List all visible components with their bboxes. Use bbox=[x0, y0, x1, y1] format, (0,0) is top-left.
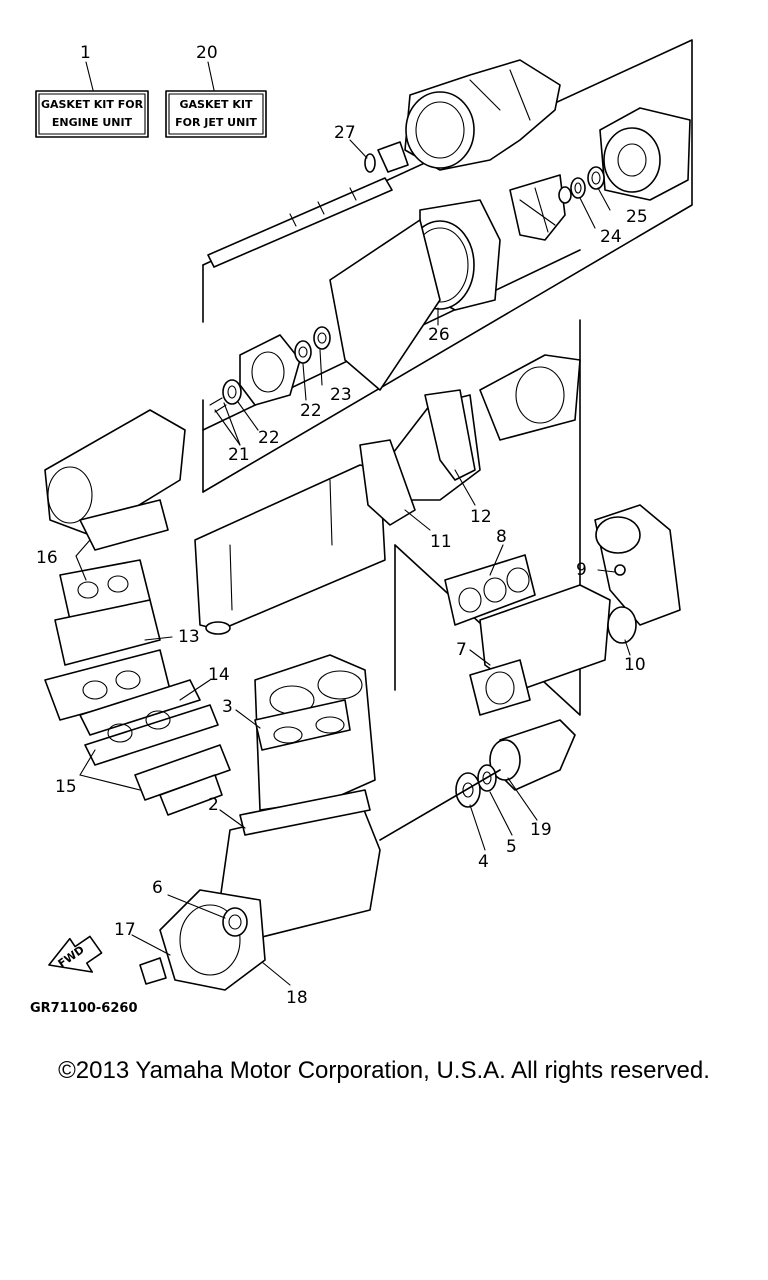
nozzle-body bbox=[599, 107, 691, 201]
diagram-code: GR71100-6260 bbox=[30, 1001, 138, 1016]
exploded-parts-diagram: 1 GASKET KIT FOR ENGINE UNIT 20 GASKET K… bbox=[30, 39, 693, 1016]
coupling bbox=[364, 141, 409, 173]
engine-kit-line1: GASKET KIT FOR bbox=[41, 98, 144, 111]
jet-kit-line1: GASKET KIT bbox=[180, 98, 253, 111]
output-coupling bbox=[379, 719, 576, 841]
callout-27: 26 bbox=[428, 325, 450, 345]
cylinder-head bbox=[469, 584, 611, 716]
callout-12: 12 bbox=[470, 507, 492, 527]
callout-14: 14 bbox=[208, 665, 230, 685]
drive-shaft bbox=[207, 177, 393, 268]
callout-13: 13 bbox=[178, 627, 200, 647]
callout-18: 18 bbox=[286, 988, 308, 1008]
pump-housing bbox=[404, 59, 561, 171]
exhaust-pipe bbox=[359, 354, 581, 526]
fwd-arrow-icon: FWD bbox=[48, 935, 103, 973]
callout-19: 19 bbox=[530, 820, 552, 840]
engine-kit-line2: ENGINE UNIT bbox=[52, 116, 133, 129]
exhaust-chamber bbox=[44, 409, 186, 551]
callout-17: 17 bbox=[114, 920, 136, 940]
impeller bbox=[509, 174, 572, 241]
flywheel-cover bbox=[139, 889, 266, 991]
callout-7: 7 bbox=[456, 640, 467, 660]
head-gasket-8 bbox=[444, 554, 536, 626]
copyright-notice: ©2013 Yamaha Motor Corporation, U.S.A. A… bbox=[58, 1057, 710, 1084]
callout-11: 11 bbox=[430, 532, 452, 552]
callout-16: 16 bbox=[36, 548, 58, 568]
muffler bbox=[194, 464, 386, 635]
callout-25: 25 bbox=[626, 207, 648, 227]
callout-23: 23 bbox=[330, 385, 352, 405]
callout-9: 9 bbox=[576, 560, 587, 580]
callout-15: 15 bbox=[55, 777, 77, 797]
bearing-housing bbox=[209, 326, 331, 413]
leader-lines bbox=[75, 139, 631, 986]
callout-24: 24 bbox=[600, 227, 622, 247]
callout-22b: 22 bbox=[258, 428, 280, 448]
callout-labels: 27 25 24 26 23 22 22 21 11 12 8 9 10 7 1… bbox=[36, 123, 648, 1008]
cylinder-block bbox=[254, 654, 376, 811]
callout-6: 6 bbox=[152, 878, 163, 898]
jet-gasket-kit-box: 20 GASKET KIT FOR JET UNIT bbox=[165, 43, 267, 138]
callout-1: 1 bbox=[80, 43, 91, 63]
callout-3: 3 bbox=[222, 697, 233, 717]
callout-21: 21 bbox=[228, 445, 250, 465]
callout-8: 8 bbox=[496, 527, 507, 547]
seals-24-25 bbox=[570, 166, 605, 199]
intake-housing bbox=[329, 199, 501, 391]
intake-gaskets bbox=[79, 679, 231, 816]
callout-2: 2 bbox=[208, 795, 219, 815]
callout-4: 4 bbox=[478, 852, 489, 872]
jet-kit-line2: FOR JET UNIT bbox=[175, 116, 257, 129]
callout-5: 5 bbox=[506, 837, 517, 857]
callout-26: 27 bbox=[334, 123, 356, 143]
exhaust-manifold bbox=[44, 559, 171, 721]
callout-10: 10 bbox=[624, 655, 646, 675]
callout-22a: 22 bbox=[300, 401, 322, 421]
callout-20: 20 bbox=[196, 43, 218, 63]
water-elbow bbox=[594, 504, 681, 644]
engine-gasket-kit-box: 1 GASKET KIT FOR ENGINE UNIT bbox=[35, 43, 149, 138]
